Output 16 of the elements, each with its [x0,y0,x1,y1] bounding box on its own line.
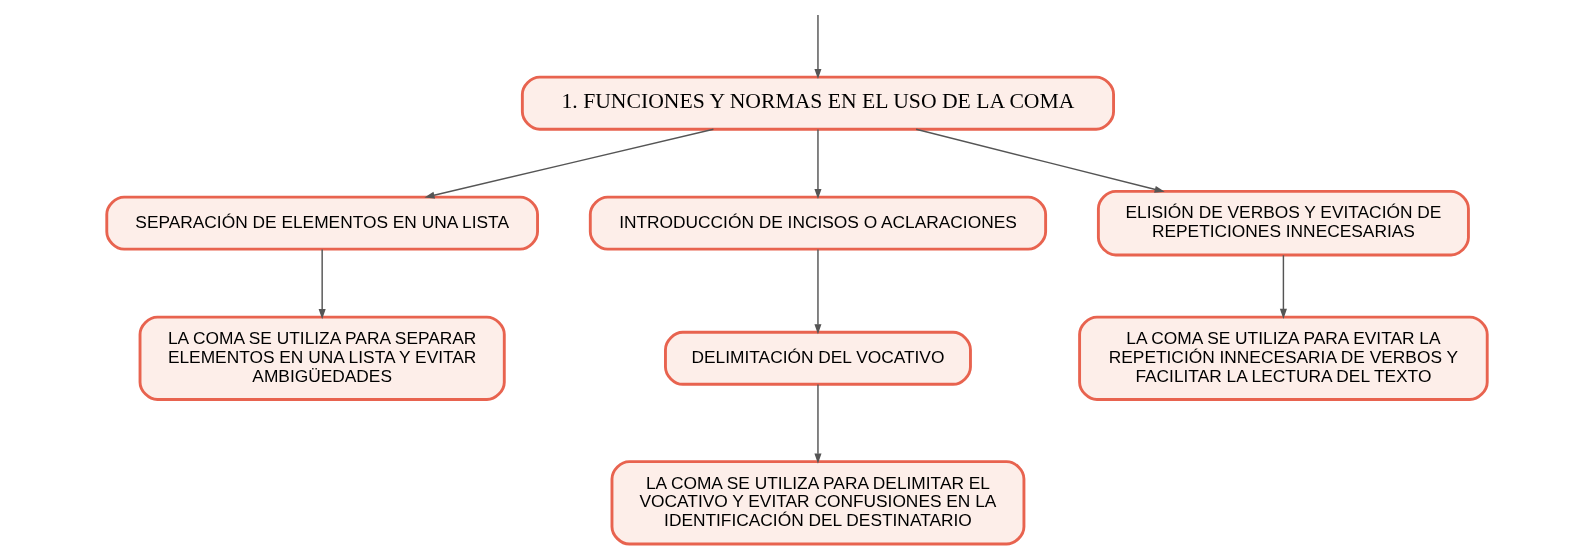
arrow [813,248,821,335]
arrow [423,128,714,199]
arrow [1279,254,1287,319]
node-box: LA COMA SE UTILIZA PARA DELIMITAR EL VOCATIVO Y EVITAR CONFUSIONES EN LA IDENTIFICACIÓN DEL DESTINATARIO [610,460,1025,546]
node-box: INTRODUCCIÓN DE INCISOS O ACLARACIONES [588,195,1047,251]
arrow [813,128,821,200]
node-box: 1. FUNCIONES Y NORMAS EN EL USO DE LA COMA [520,75,1115,131]
arrow [813,383,821,464]
node-box: LA COMA SE UTILIZA PARA EVITAR LA REPETICIÓN INNECESARIA DE VERBOS Y FACILITAR LA LECTURA DEL TEXTO [1077,315,1489,401]
node-box: SEPARACIÓN DE ELEMENTOS EN UNA LISTA [104,195,539,251]
arrow [813,14,821,80]
arrow [914,128,1165,193]
arrow [318,248,326,320]
node-box: DELIMITACIÓN DEL VOCATIVO [663,330,972,386]
node-box: ELISIÓN DE VERBOS Y EVITACIÓN DE REPETICIONES INNECESARIAS [1096,189,1470,257]
node-box: LA COMA SE UTILIZA PARA SEPARAR ELEMENTOS EN UNA LISTA Y EVITAR AMBIGÜEDADES [138,315,506,401]
